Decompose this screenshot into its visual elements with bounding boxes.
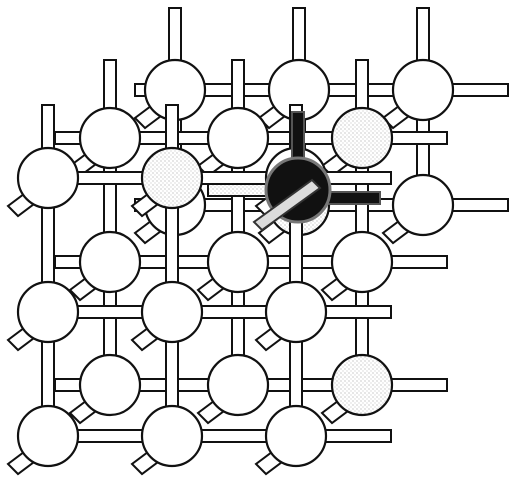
- center-atom-group: [207, 111, 381, 232]
- back-sphere: [391, 58, 455, 122]
- front-row-bond: [47, 305, 392, 319]
- middle-sphere: [78, 106, 142, 170]
- front-sphere: [16, 146, 80, 210]
- front-sphere: [140, 146, 204, 210]
- front-sphere: [264, 280, 328, 344]
- middle-sphere: [330, 106, 394, 170]
- front-row-bond: [47, 171, 392, 185]
- middle-sphere: [206, 106, 270, 170]
- middle-layer: [54, 59, 448, 425]
- middle-sphere: [78, 353, 142, 417]
- front-sphere: [16, 280, 80, 344]
- front-sphere: [16, 404, 80, 468]
- middle-sphere: [206, 353, 270, 417]
- middle-sphere: [78, 230, 142, 294]
- front-sphere: [140, 280, 204, 344]
- front-row-bond: [47, 429, 392, 443]
- front-sphere: [264, 404, 328, 468]
- back-sphere: [391, 173, 455, 237]
- middle-sphere: [330, 230, 394, 294]
- center-depth-bond: [252, 178, 322, 232]
- middle-sphere: [206, 230, 270, 294]
- middle-sphere: [330, 353, 394, 417]
- front-sphere: [140, 404, 204, 468]
